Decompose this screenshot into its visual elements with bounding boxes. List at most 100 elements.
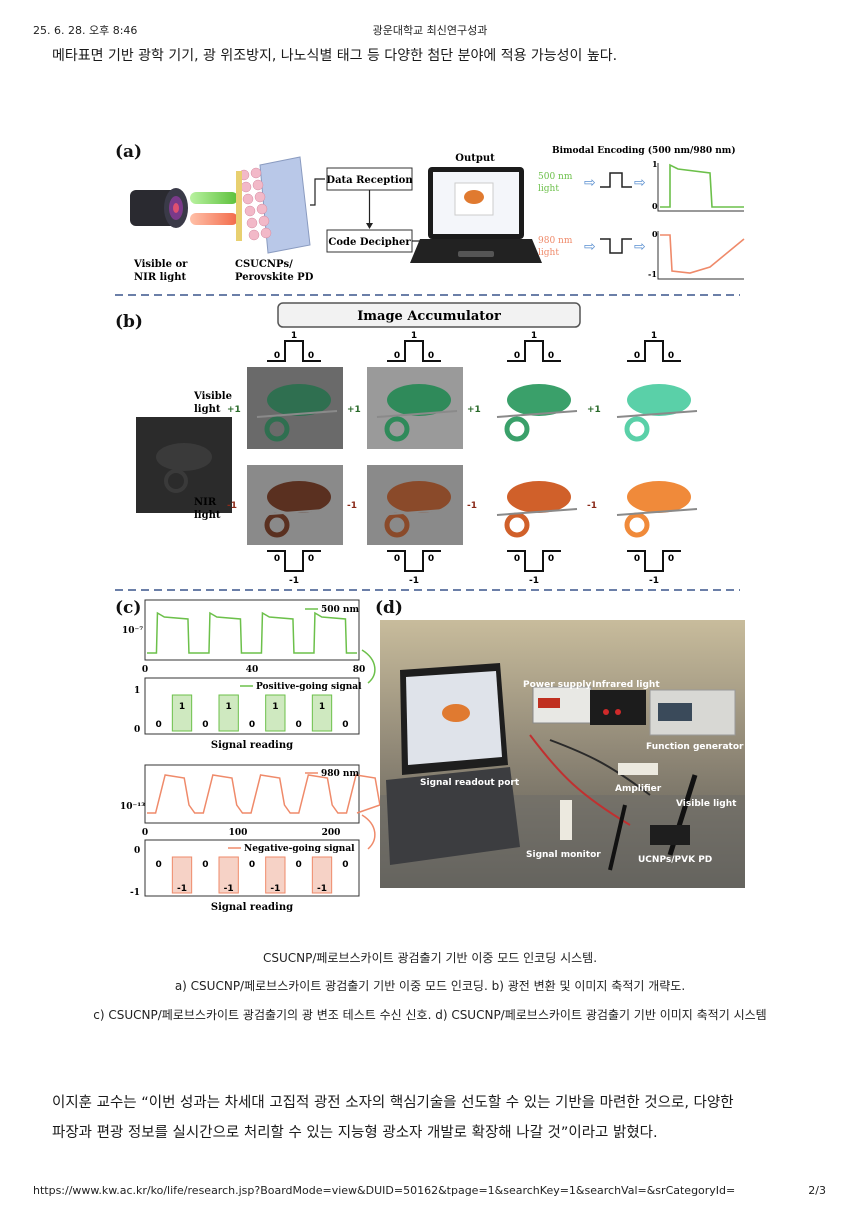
pos-ytick-0: 0 xyxy=(134,725,140,735)
plot-980nm-legend: 980 nm xyxy=(321,769,359,779)
pulse-neg-one-label: -1 xyxy=(649,576,659,586)
neg-ytick-0: 0 xyxy=(134,846,140,856)
plus-one-label: +1 xyxy=(347,405,361,415)
plus-one-label: +1 xyxy=(467,405,481,415)
bot-xtick-0: 0 xyxy=(142,828,148,838)
image-accumulator-title: Image Accumulator xyxy=(357,309,501,324)
detector-icon xyxy=(236,156,311,254)
code-decipher-text: Code Decipher xyxy=(328,237,411,248)
green-light-label-2: light xyxy=(538,184,559,194)
negative-bit-bar xyxy=(218,856,239,894)
accumulator-pulse-top xyxy=(387,340,441,362)
negative-bit-label: 0 xyxy=(296,860,302,870)
light-source-icon xyxy=(130,188,188,228)
label-infrared-light: Infrared light xyxy=(592,680,660,690)
detector-label-2: Perovskite PD xyxy=(235,272,314,283)
bot-xtick-1: 100 xyxy=(229,828,248,838)
minus-one-label: -1 xyxy=(347,501,357,511)
quote-paragraph: 이지훈 교수는 “이번 성과는 차세대 고집적 광전 소자의 핵심기술을 선도할… xyxy=(52,1088,832,1148)
accumulator-pulse-top xyxy=(507,340,561,362)
laptop-icon xyxy=(410,167,542,263)
pulse-zero-label: 0 xyxy=(668,554,674,564)
positive-bit-bar xyxy=(218,694,239,732)
label-function-generator: Function generator xyxy=(646,742,744,752)
pulse-zero-label: 0 xyxy=(394,554,400,564)
negative-bit-label: 0 xyxy=(342,860,348,870)
pulse-neg-one-label: -1 xyxy=(409,576,419,586)
research-figure: (a) Visible or NIR light CSUCNPs/ Perovs… xyxy=(110,135,750,915)
visible-label-2: light xyxy=(194,404,221,415)
output-label: Output xyxy=(455,153,495,164)
pulse-zero-label: 0 xyxy=(274,351,280,361)
visible-label-1: Visible xyxy=(193,391,232,402)
green-light-label-1: 500 nm xyxy=(538,172,573,182)
positive-bit-label: 0 xyxy=(249,720,255,730)
negative-signal-legend: Negative-going signal xyxy=(244,844,355,854)
negative-bit-label: 0 xyxy=(202,860,208,870)
minus-one-label: -1 xyxy=(227,501,237,511)
positive-bit-label: 0 xyxy=(342,720,348,730)
panel-b-label: (b) xyxy=(115,312,143,332)
pulse-zero-label: 0 xyxy=(308,351,314,361)
caption-line-3: c) CSUCNP/페로브스카이트 광검출기의 광 변조 테스트 수신 신호. … xyxy=(93,1008,767,1022)
top-xtick-1: 40 xyxy=(246,665,259,675)
accumulator-pulse-top xyxy=(627,340,681,362)
plot-500nm-frame xyxy=(144,599,360,661)
green-arrow: ⇨ xyxy=(584,175,596,191)
nir-label-2: light xyxy=(194,510,221,521)
pulse-zero-label: 0 xyxy=(274,554,280,564)
green-beam xyxy=(190,192,238,204)
red-beam xyxy=(190,213,238,225)
figure-svg: (a) Visible or NIR light CSUCNPs/ Perovs… xyxy=(115,142,745,913)
pulse-zero-label: 0 xyxy=(634,351,640,361)
negative-bit-label: -1 xyxy=(317,884,327,894)
pulse-neg-one-label: -1 xyxy=(529,576,539,586)
positive-bit-bar xyxy=(171,694,193,732)
enc-tick-0: 0 xyxy=(652,201,658,211)
footer-page-number: 2/3 xyxy=(808,1184,826,1197)
red-arrow: ⇨ xyxy=(584,239,596,255)
pos-ytick-1: 1 xyxy=(134,686,140,696)
plot-980nm-line xyxy=(147,774,381,814)
positive-bit-label: 1 xyxy=(179,702,185,712)
negative-bit-label: -1 xyxy=(224,884,234,894)
green-response-curve xyxy=(660,163,744,208)
pulse-zero-label: 0 xyxy=(634,554,640,564)
green-pulse xyxy=(600,172,632,188)
accumulator-pulse-bottom xyxy=(507,550,561,572)
red-pulse xyxy=(600,238,632,254)
positive-bit-label: 0 xyxy=(202,720,208,730)
pulse-one-label: 1 xyxy=(531,331,537,341)
source-label-1: Visible or xyxy=(133,259,188,270)
red-response-curve xyxy=(660,234,745,274)
pulse-zero-label: 0 xyxy=(308,554,314,564)
pulse-zero-label: 0 xyxy=(668,351,674,361)
footer-url: https://www.kw.ac.kr/ko/life/research.js… xyxy=(33,1184,736,1197)
green-link-arrow xyxy=(361,649,376,684)
positive-bit-label: 1 xyxy=(319,702,325,712)
plot-980nm-ytick: 10⁻¹³ xyxy=(120,802,145,812)
data-reception-text: Data Reception xyxy=(326,175,413,186)
arrow-head-down xyxy=(366,223,373,229)
negative-bit-label: 0 xyxy=(249,860,255,870)
positive-bit-label: 1 xyxy=(272,702,278,712)
pulse-zero-label: 0 xyxy=(514,554,520,564)
encoding-title: Bimodal Encoding (500 nm/980 nm) xyxy=(552,145,736,156)
accumulator-pulse-bottom xyxy=(267,550,321,572)
intro-paragraph: 메타표면 기반 광학 기기, 광 위조방지, 나노식별 태그 등 다양한 첨단 … xyxy=(52,48,618,64)
red-light-label-2: light xyxy=(538,248,559,258)
label-ucnps-pd: UCNPs/PVK PD xyxy=(638,855,712,865)
positive-bit-label: 1 xyxy=(226,702,232,712)
quote-line-1: 이지훈 교수는 “이번 성과는 차세대 고집적 광전 소자의 핵심기술을 선도할… xyxy=(52,1095,734,1111)
panel-d-label: (d) xyxy=(375,598,403,618)
plot-500nm-legend: 500 nm xyxy=(321,605,359,615)
negative-signal-bars: 0-10-10-10-10 xyxy=(156,856,348,894)
pulse-zero-label: 0 xyxy=(548,351,554,361)
accumulator-pulse-top xyxy=(267,340,321,362)
pulse-neg-one-label: -1 xyxy=(289,576,299,586)
negative-bit-label: -1 xyxy=(177,884,187,894)
pulse-zero-label: 0 xyxy=(548,554,554,564)
enc-tick-m1: -1 xyxy=(648,269,657,279)
